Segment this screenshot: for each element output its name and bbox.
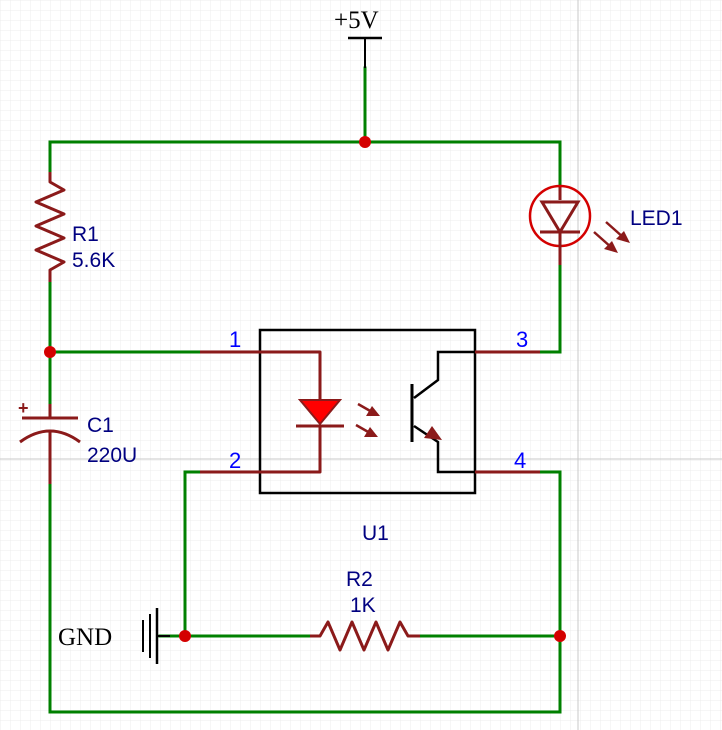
r2-value: 1K xyxy=(350,594,376,617)
led1-ref: LED1 xyxy=(630,207,683,230)
r1-ref: R1 xyxy=(72,223,99,246)
c1-ref: C1 xyxy=(87,414,114,437)
junctions xyxy=(44,136,566,642)
c1-polarity-mark: + xyxy=(18,398,29,418)
wires xyxy=(48,66,562,714)
u1-pin2-number: 2 xyxy=(229,448,241,473)
gnd-label: GND xyxy=(58,624,112,651)
junction-r2-pin4[interactable] xyxy=(554,630,566,642)
c1-value: 220U xyxy=(87,444,137,467)
junction-gnd[interactable] xyxy=(179,630,191,642)
led-led1[interactable]: LED1 xyxy=(528,184,683,265)
u1-pin3-number: 3 xyxy=(516,327,528,352)
u1-led-cathode-path xyxy=(260,426,322,474)
u1-led-anode-path xyxy=(260,350,322,400)
u1-transistor-emitter xyxy=(413,424,475,474)
led1-diode-triangle xyxy=(539,200,581,235)
u1-body xyxy=(258,328,477,495)
led1-emission-arrows-icon xyxy=(593,221,630,253)
optocoupler-u1[interactable]: 1 2 3 4 U1 xyxy=(200,327,540,545)
junction-vcc[interactable] xyxy=(359,136,371,148)
vcc-label: +5V xyxy=(334,7,379,34)
resistor-r2[interactable]: R2 1K xyxy=(310,568,420,652)
u1-ref: U1 xyxy=(362,522,389,545)
vcc-port[interactable]: +5V xyxy=(334,7,382,68)
r1-zigzag xyxy=(34,172,66,282)
u1-pin4-number: 4 xyxy=(514,448,526,473)
u1-led-triangle xyxy=(297,399,343,426)
c1-plate-curved xyxy=(19,429,81,444)
r2-zigzag xyxy=(310,620,420,652)
junction-r1-c1[interactable] xyxy=(44,346,56,358)
r1-value: 5.6K xyxy=(72,249,115,272)
gnd-port[interactable]: GND xyxy=(58,608,170,664)
u1-light-arrows-icon xyxy=(355,402,380,437)
r2-ref: R2 xyxy=(346,568,373,591)
u1-emitter-arrow-icon xyxy=(424,426,442,440)
capacitor-c1[interactable]: + C1 220U xyxy=(18,398,137,484)
u1-pin1-number: 1 xyxy=(229,327,241,352)
u1-transistor-collector xyxy=(413,350,475,399)
resistor-r1[interactable]: R1 5.6K xyxy=(34,172,115,282)
